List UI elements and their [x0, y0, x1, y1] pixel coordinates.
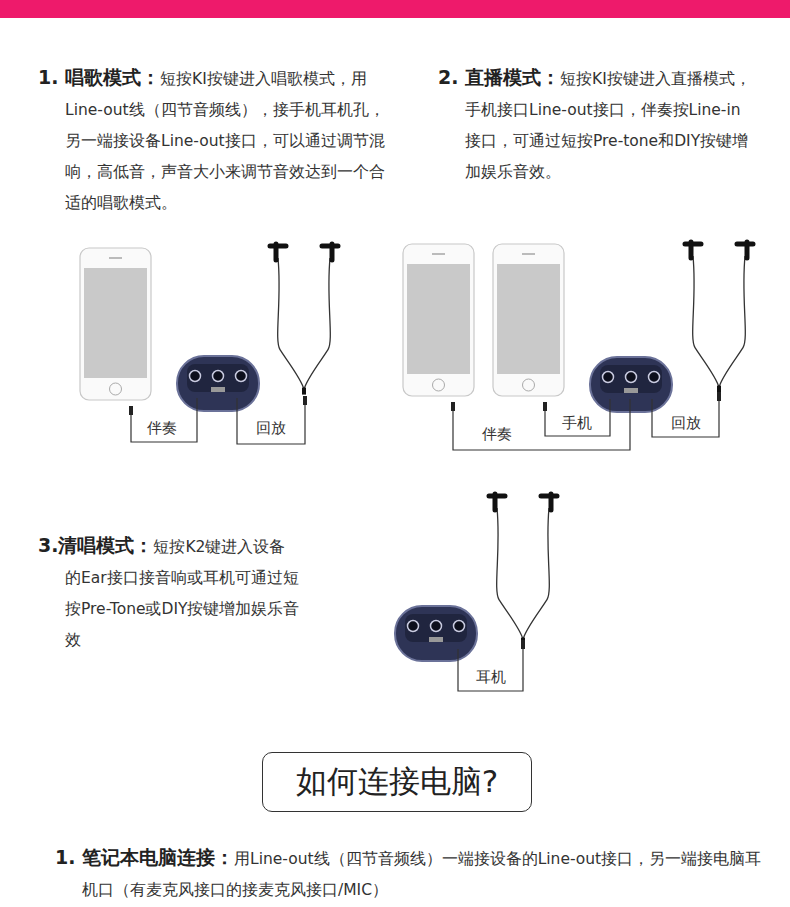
- phone-icon: [403, 244, 474, 396]
- audio-jack: [454, 621, 465, 632]
- phone-icon: [493, 244, 564, 396]
- earbud: [322, 244, 338, 260]
- phone-body: [80, 248, 151, 400]
- audio-cable: [237, 398, 305, 444]
- plug: [521, 640, 525, 649]
- section-body: 短按KI按键进入唱歌模式，用Line-out线（四节音频线），接手机耳机孔，另一…: [65, 70, 385, 212]
- section-heading: 2. 直播模式：: [438, 66, 560, 88]
- home-button: [110, 383, 122, 395]
- phone-screen: [407, 264, 470, 374]
- sound-card-device: [177, 356, 259, 411]
- mode-description: 3.清唱模式：短按K2键进入设备的Ear接口接音响或耳机可通过短按Pre-Ton…: [38, 530, 300, 656]
- usb-port: [429, 637, 443, 642]
- plug: [543, 402, 547, 411]
- device-body: [590, 357, 672, 412]
- phone-icon: [80, 248, 151, 400]
- device-panel: [600, 365, 662, 393]
- earphone-cord: [693, 256, 719, 388]
- box-title: 如何连接电脑?: [296, 761, 498, 803]
- sound-card-device: [395, 606, 477, 661]
- phone-screen: [84, 268, 147, 378]
- cable-label: 伴奏: [144, 419, 180, 437]
- audio-jack: [626, 372, 637, 383]
- audio-cable: [458, 646, 523, 691]
- earphone-cord: [304, 258, 330, 390]
- header-bar: [0, 0, 790, 18]
- earbud: [489, 494, 505, 510]
- speaker-slot: [432, 253, 445, 255]
- phone-screen: [497, 264, 560, 374]
- earbud: [270, 244, 286, 260]
- cable-label: 耳机: [473, 668, 509, 686]
- section-heading: 1. 唱歌模式：: [38, 66, 160, 88]
- cable-label: 回放: [253, 419, 289, 437]
- audio-jack: [190, 371, 201, 382]
- audio-jack: [603, 372, 614, 383]
- plug: [129, 406, 133, 415]
- plug: [717, 392, 721, 401]
- audio-cable: [545, 399, 610, 436]
- audio-cable: [131, 398, 197, 442]
- cable-label: 手机: [559, 414, 595, 432]
- phone-body: [493, 244, 564, 396]
- audio-jack: [431, 621, 442, 632]
- speaker-slot: [522, 253, 535, 255]
- audio-jack: [408, 621, 419, 632]
- mode-description: 1. 唱歌模式：短按KI按键进入唱歌模式，用Line-out线（四节音频线），接…: [38, 62, 386, 219]
- plug: [303, 396, 307, 405]
- audio-jack: [236, 371, 247, 382]
- earbud: [737, 242, 753, 258]
- audio-jack: [649, 372, 660, 383]
- cable-label: 回放: [668, 414, 704, 432]
- audio-cable: [652, 398, 719, 437]
- section-heading: 1. 笔记本电脑连接：: [55, 846, 234, 868]
- sound-card-device: [590, 357, 672, 412]
- section-heading: 3.清唱模式：: [38, 534, 153, 556]
- earphone-cord: [719, 256, 745, 388]
- mode-description: 1. 笔记本电脑连接：用Line-out线（四节音频线）一端接设备的Line-o…: [55, 842, 767, 906]
- earphones: [489, 494, 557, 645]
- speaker-slot: [109, 257, 122, 259]
- usb-port: [624, 388, 638, 393]
- phone-body: [403, 244, 474, 396]
- home-button: [433, 379, 445, 391]
- usb-port: [211, 387, 225, 392]
- earphones: [685, 242, 753, 393]
- cord-splitter: [302, 388, 306, 395]
- heading-box: 如何连接电脑?: [262, 752, 532, 812]
- earphone-cord: [497, 508, 523, 640]
- device-panel: [187, 364, 249, 392]
- device-body: [177, 356, 259, 411]
- device-body: [395, 606, 477, 661]
- home-button: [523, 379, 535, 391]
- earphone-cord: [278, 258, 304, 390]
- audio-jack: [213, 371, 224, 382]
- mode-description: 2. 直播模式：短按KI按键进入直播模式，手机接口Line-out接口，伴奏按L…: [438, 62, 756, 188]
- plug: [451, 402, 455, 411]
- cable-label: 伴奏: [479, 425, 515, 443]
- audio-cable: [453, 399, 630, 450]
- earbud: [685, 242, 701, 258]
- earbud: [541, 494, 557, 510]
- cord-splitter: [717, 386, 721, 393]
- earphones: [270, 244, 338, 395]
- earphone-cord: [523, 508, 549, 640]
- device-panel: [405, 614, 467, 642]
